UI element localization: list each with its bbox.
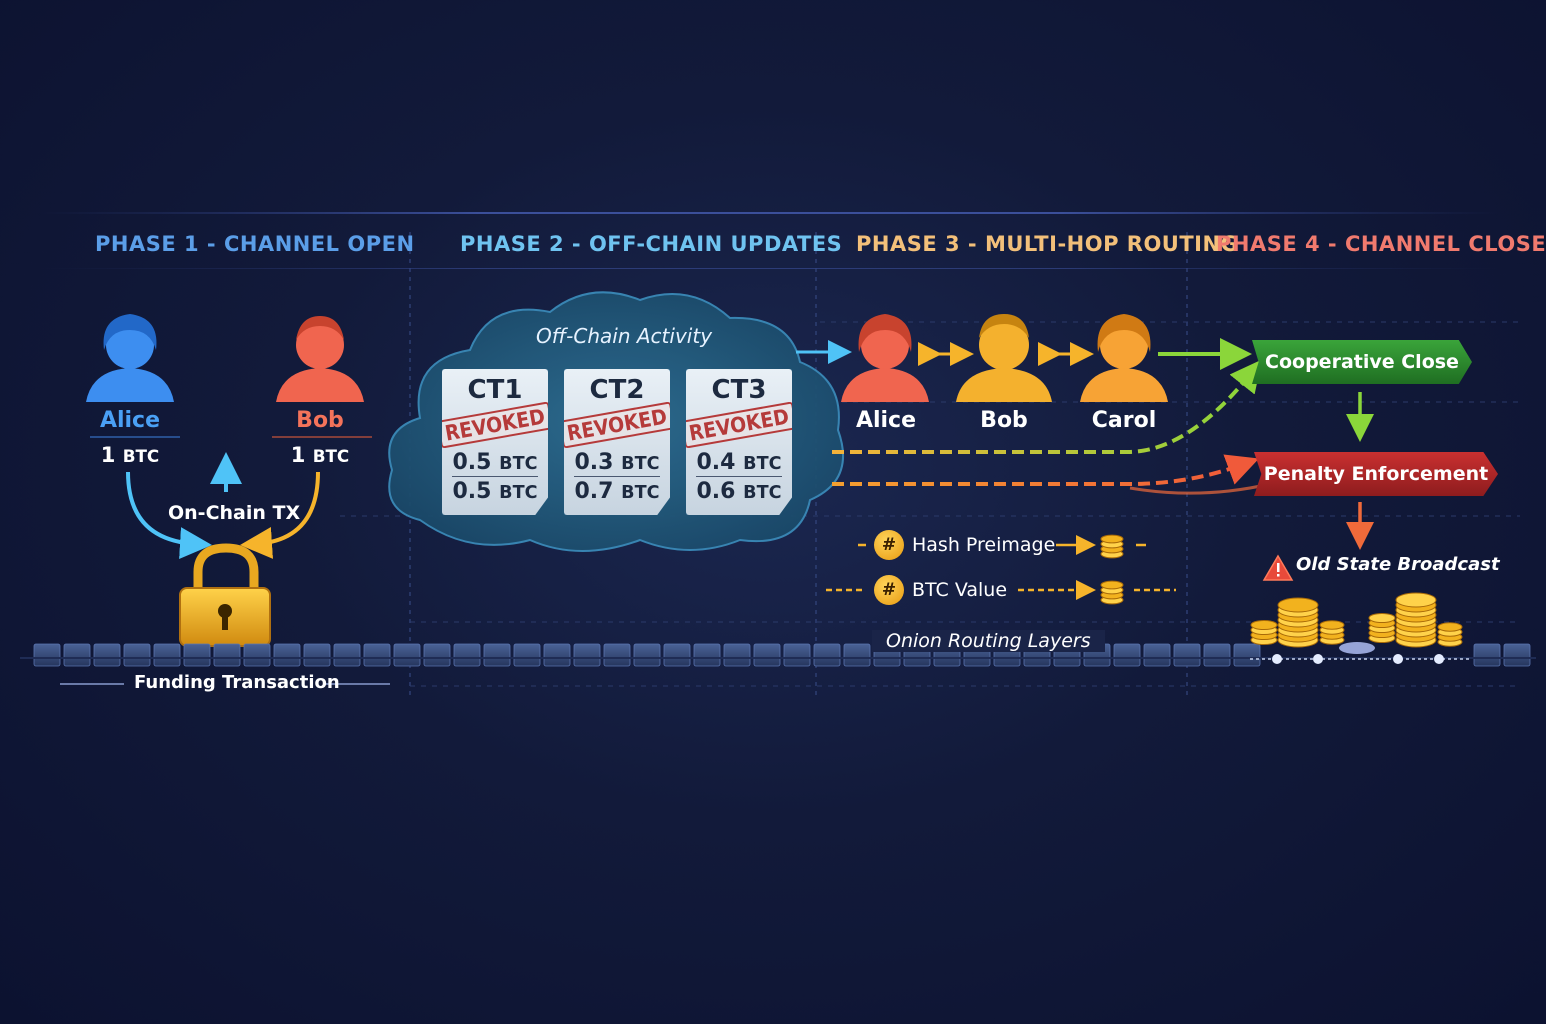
phase-4-title: PHASE 4 - CHANNEL CLOSE [1216,232,1546,256]
routing-bob-avatar-icon [956,314,1052,402]
chain-block [633,643,661,667]
gold-coins-icon [1250,592,1463,648]
routing-bob-label: Bob [980,408,1028,433]
chain-block [33,643,61,667]
chain-block [813,643,841,667]
chain-block [1113,643,1141,667]
chain-block [1173,643,1201,667]
ct-top-value: 0.3 BTC [574,450,660,475]
ct-bottom-value: 0.5 BTC [452,479,538,504]
blockchain-track [33,643,1531,667]
warning-icon [1262,554,1294,581]
alice-avatar-icon [86,314,174,402]
routing-carol-label: Carol [1091,408,1157,433]
chain-block [123,643,151,667]
chain-block [1143,643,1171,667]
funding-transaction-label: Funding Transaction [134,672,340,693]
coin [1277,597,1319,613]
ct-title: CT3 [711,375,767,405]
chain-block [93,643,121,667]
commitment-card-ct1: CT1 REVOKED 0.5 BTC 0.5 BTC [442,369,548,515]
coin [1250,619,1278,631]
coin-stack-icon [1100,534,1124,605]
chain-block [273,643,301,667]
ct-title: CT2 [589,375,645,405]
revoked-stamp: REVOKED [564,401,670,449]
bob-label: Bob [296,408,344,433]
chain-block [393,643,421,667]
chain-block [723,643,751,667]
ct-title: CT1 [467,375,523,405]
routing-alice-label: Alice [855,408,917,433]
lock-icon [179,543,271,647]
ct-top-value: 0.4 BTC [696,450,782,475]
chain-block [243,643,271,667]
revoked-stamp: REVOKED [442,401,548,449]
routing-alice-avatar-icon [841,314,929,402]
chain-block [153,643,181,667]
legend-hash-preimage: # Hash Preimage [874,530,1055,560]
chain-block [843,643,871,667]
old-state-broadcast-label: Old State Broadcast [1296,554,1500,575]
phase-1-title: PHASE 1 - CHANNEL OPEN [95,232,415,256]
coin [1437,622,1463,632]
onion-routing-label: Onion Routing Layers [872,630,1105,652]
hash-icon: # [874,530,904,560]
commitment-card-ct3: CT3 REVOKED 0.4 BTC 0.6 BTC [686,369,792,515]
legend-label: Hash Preimage [912,534,1056,556]
alice-label: Alice [99,408,161,433]
bob-avatar-icon [276,316,364,402]
chain-block [483,643,511,667]
coin [1319,620,1345,630]
off-chain-activity-label: Off-Chain Activity [536,324,713,348]
coin [1100,534,1124,544]
chain-block [1233,643,1261,667]
chain-block [1473,643,1501,667]
legend-label: BTC Value [912,579,1008,601]
chain-block [363,643,391,667]
chain-block [603,643,631,667]
chain-block [423,643,451,667]
ct-top-value: 0.5 BTC [452,450,538,475]
chain-block [663,643,691,667]
ct-bottom-value: 0.7 BTC [574,479,660,504]
penalty-enforcement-banner: Penalty Enforcement [1254,452,1498,496]
chain-block [453,643,481,667]
commitment-card-ct2: CT2 REVOKED 0.3 BTC 0.7 BTC [564,369,670,515]
coin [1368,612,1396,624]
phase-3-title: PHASE 3 - MULTI-HOP ROUTING [856,232,1239,256]
chain-block [573,643,601,667]
coin [1100,580,1124,590]
chain-block [513,643,541,667]
chain-block [693,643,721,667]
chain-block [783,643,811,667]
cooperative-close-banner: Cooperative Close [1252,340,1472,384]
bob-balance: 1 BTC [290,443,350,467]
phase-2-title: PHASE 2 - OFF-CHAIN UPDATES [460,232,843,256]
chain-block [333,643,361,667]
revoked-stamp: REVOKED [686,401,792,449]
hash-icon: # [874,575,904,605]
chain-block [1503,643,1531,667]
onchain-tx-label: On-Chain TX [168,502,301,524]
coin [1395,592,1437,608]
chain-block [213,643,241,667]
ct-bottom-value: 0.6 BTC [696,479,782,504]
chain-block [543,643,571,667]
chain-block [63,643,91,667]
alice-balance: 1 BTC [100,443,160,467]
chain-block [1203,643,1231,667]
chain-block [753,643,781,667]
routing-carol-avatar-icon [1080,314,1168,402]
chain-block [183,643,211,667]
legend-btc-value: # BTC Value [874,575,1007,605]
chain-block [303,643,331,667]
